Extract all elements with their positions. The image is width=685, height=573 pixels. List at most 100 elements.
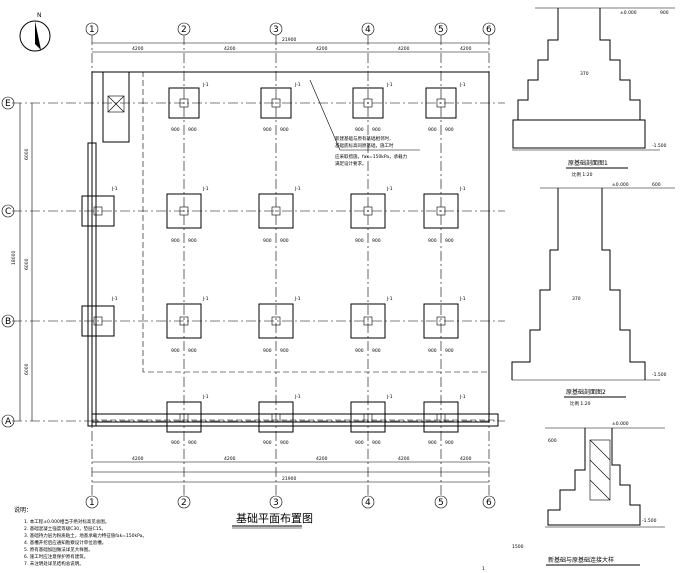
footing bbox=[260, 87, 292, 119]
dim-text: 900 bbox=[280, 127, 289, 133]
section-2-sub: 比例 1:20 bbox=[570, 400, 591, 407]
footing-tag: J-1 bbox=[459, 394, 466, 400]
footing bbox=[350, 401, 386, 433]
section-2: 370 ±0.000 600 -1.500 原基础剖面图2 比例 1:20 bbox=[511, 182, 675, 407]
section-label: ±0.000 bbox=[620, 10, 637, 16]
dim-text: 900 bbox=[280, 238, 289, 244]
axis-label: 2 bbox=[181, 498, 187, 508]
callout-line: 基础底标高同原基础，施工时 bbox=[335, 142, 394, 149]
footing-tag: J-1 bbox=[202, 82, 209, 88]
dim-text: 21900 bbox=[282, 476, 296, 482]
note-line: 4. 基槽开挖后应通知勘察设计单位验槽。 bbox=[24, 539, 106, 546]
footing-tag: J-1 bbox=[386, 82, 393, 88]
section-label: ±0.000 bbox=[612, 421, 629, 427]
dim-text: 900 bbox=[188, 127, 197, 133]
building-outline bbox=[87, 71, 499, 427]
section-label: 600 bbox=[652, 182, 661, 188]
footing-tag: J-1 bbox=[111, 186, 118, 192]
footing-tag: J-1 bbox=[386, 186, 393, 192]
section-3-title: 新基础与原基础连接大样 bbox=[548, 556, 614, 564]
dim-text: 900 bbox=[445, 127, 454, 133]
axis-label: 4 bbox=[365, 498, 371, 508]
axis-label: E bbox=[5, 99, 11, 109]
axis-label: 6 bbox=[486, 25, 492, 35]
footing bbox=[168, 87, 200, 119]
dim-text: 4200 bbox=[398, 456, 410, 462]
section-1-sub: 比例 1:20 bbox=[572, 171, 593, 178]
callout: 新建基础与原有基础相邻时， 基础底标高同原基础，施工时 应采取措施，fak=15… bbox=[309, 79, 420, 167]
footing-tag: J-1 bbox=[294, 186, 301, 192]
section-label: -1.500 bbox=[642, 518, 657, 524]
section-2-title: 原基础剖面图2 bbox=[566, 388, 606, 396]
dim-text: 900 bbox=[280, 440, 289, 446]
footing bbox=[423, 303, 459, 339]
dim-text: 900 bbox=[428, 348, 437, 354]
callout-line: 新建基础与原有基础相邻时， bbox=[335, 135, 394, 142]
dim-text: 900 bbox=[188, 348, 197, 354]
footing bbox=[258, 193, 294, 229]
dim-text: 4200 bbox=[316, 456, 328, 462]
axis-label: A bbox=[5, 417, 12, 427]
dim-text: 900 bbox=[188, 238, 197, 244]
footing bbox=[423, 193, 459, 229]
dim-text: 900 bbox=[355, 127, 364, 133]
dim-text: 900 bbox=[280, 348, 289, 354]
dim-text: 18000 bbox=[11, 251, 17, 265]
note-line: 6. 施工时应注意保护原有建筑。 bbox=[24, 553, 88, 560]
callout-line: 应采取措施，fak=150kPa，承载力 bbox=[335, 153, 408, 160]
section-label: 1500 bbox=[512, 544, 524, 550]
note-line: 7. 未注明处详见结构总说明。 bbox=[24, 560, 84, 567]
plan-title-block: 基础平面布置图 bbox=[232, 512, 313, 529]
footing-tag: J-1 bbox=[294, 394, 301, 400]
axis-label: 5 bbox=[438, 498, 444, 508]
section-label: 370 bbox=[580, 71, 589, 77]
notes-title: 说明： bbox=[14, 506, 32, 514]
plan-title: 基础平面布置图 bbox=[236, 512, 313, 525]
section-1-title: 原基础剖面图1 bbox=[568, 159, 608, 167]
dim-text: 4200 bbox=[132, 456, 144, 462]
footing bbox=[166, 303, 202, 339]
footing bbox=[425, 87, 457, 119]
section-label: -1.500 bbox=[652, 143, 667, 149]
footing bbox=[81, 195, 115, 227]
section-label: -1.500 bbox=[652, 372, 667, 378]
dim-text: 900 bbox=[428, 440, 437, 446]
footing-tag: J-1 bbox=[202, 394, 209, 400]
footing bbox=[350, 303, 386, 339]
dim-text: 900 bbox=[263, 348, 272, 354]
dim-text: 900 bbox=[428, 238, 437, 244]
dim-text: 6000 bbox=[24, 258, 30, 270]
dim-text: 4200 bbox=[398, 46, 410, 52]
axis-bubbles-left: E C B A bbox=[1, 96, 15, 428]
dim-text: 4200 bbox=[316, 46, 328, 52]
dim-text: 900 bbox=[171, 127, 180, 133]
axis-label: 3 bbox=[273, 498, 279, 508]
footing-labels: J-1 J-1 J-1 J-1 J-1 J-1 J-1 J-1 J-1 J-1 … bbox=[111, 82, 466, 400]
axis-label: 2 bbox=[181, 25, 187, 35]
note-line: 2. 基础混凝土强度等级C30，垫层C15。 bbox=[24, 525, 106, 532]
dim-text: 4200 bbox=[224, 456, 236, 462]
axis-bubbles-top: 1 2 3 4 5 6 bbox=[85, 22, 496, 36]
dim-text: 900 bbox=[171, 238, 180, 244]
dim-text: 900 bbox=[355, 348, 364, 354]
footing bbox=[352, 87, 384, 119]
section-label: 370 bbox=[572, 296, 581, 302]
footing-tag: J-1 bbox=[294, 82, 301, 88]
footing-tag: J-1 bbox=[459, 296, 466, 302]
dim-text: 900 bbox=[445, 440, 454, 446]
axis-label: 1 bbox=[89, 498, 95, 508]
section-label: 600 bbox=[548, 438, 557, 444]
dim-text: 900 bbox=[372, 348, 381, 354]
dim-text: 900 bbox=[355, 440, 364, 446]
dim-text: 900 bbox=[263, 127, 272, 133]
dim-text: 900 bbox=[263, 440, 272, 446]
footing-tag: J-1 bbox=[386, 394, 393, 400]
north-arrow: N bbox=[19, 12, 51, 52]
page-number: 1 bbox=[482, 566, 485, 572]
section-1: 370 ±0.000 -1.500 900 原基础剖面图1 比例 1:20 bbox=[512, 7, 675, 178]
footing bbox=[258, 401, 294, 433]
footing bbox=[166, 193, 202, 229]
axis-label: 1 bbox=[89, 25, 95, 35]
dim-text: 4200 bbox=[460, 456, 472, 462]
